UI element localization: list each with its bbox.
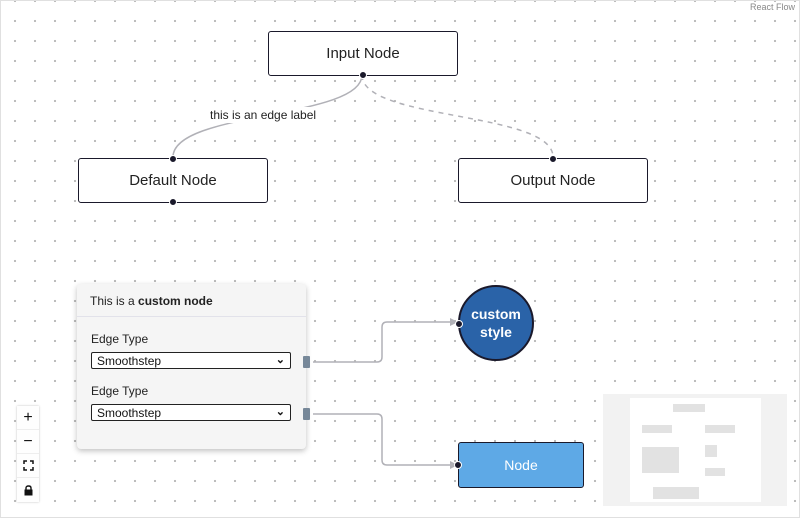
zoom-in-button[interactable]: + <box>17 406 39 430</box>
edge-type-label: Edge Type <box>91 384 149 398</box>
source-handle[interactable] <box>359 71 367 79</box>
edge-custom-circle[interactable] <box>313 321 458 363</box>
minimap-node <box>705 425 735 433</box>
chevron-down-icon: ⌄ <box>275 406 285 418</box>
minimap-node <box>705 468 725 476</box>
edge-label: this is an edge label <box>207 107 320 123</box>
edge-type-select[interactable]: Smoothstep⌄ <box>91 404 291 421</box>
zoom-out-button[interactable]: − <box>17 430 39 454</box>
fit-view-icon <box>22 460 34 471</box>
minimap-viewport <box>630 398 761 502</box>
edge-type-label: Edge Type <box>91 332 149 346</box>
minimap-node <box>653 487 699 499</box>
controls-panel: + − <box>17 406 39 502</box>
output-node[interactable]: Output Node <box>458 155 648 203</box>
edge-arrow-circle <box>450 318 458 326</box>
minimap-node <box>705 445 717 457</box>
minimap[interactable] <box>603 394 787 506</box>
source-handle-a[interactable] <box>303 356 310 368</box>
minimap-node <box>673 404 705 412</box>
lock-icon <box>24 484 32 495</box>
input-node-label: Input Node <box>326 45 400 62</box>
edge-custom-blue[interactable] <box>313 413 458 466</box>
edge-input-output[interactable] <box>361 74 554 158</box>
blue-node-label: Node <box>504 457 538 473</box>
target-handle[interactable] <box>455 320 463 328</box>
output-node-label: Output Node <box>510 172 596 189</box>
lock-button[interactable] <box>17 478 39 502</box>
minimap-node <box>642 425 672 433</box>
target-handle[interactable] <box>454 461 462 469</box>
custom-node[interactable]: This is a custom node Edge Type Smoothst… <box>77 284 310 449</box>
chevron-down-icon: ⌄ <box>275 354 285 366</box>
default-node-label: Default Node <box>129 172 217 189</box>
source-handle[interactable] <box>169 198 177 206</box>
target-handle[interactable] <box>549 155 557 163</box>
edge-type-select[interactable]: Smoothstep⌄ <box>91 352 291 369</box>
default-node[interactable]: Default Node <box>78 155 268 206</box>
minimap-node <box>642 447 679 473</box>
fit-view-button[interactable] <box>17 454 39 478</box>
input-node[interactable]: Input Node <box>268 31 458 79</box>
custom-node-title: This is a custom node <box>77 284 306 317</box>
source-handle-b[interactable] <box>303 408 310 420</box>
target-handle[interactable] <box>169 155 177 163</box>
blue-node[interactable]: Node <box>454 442 584 488</box>
attribution-link[interactable]: React Flow <box>747 2 797 12</box>
